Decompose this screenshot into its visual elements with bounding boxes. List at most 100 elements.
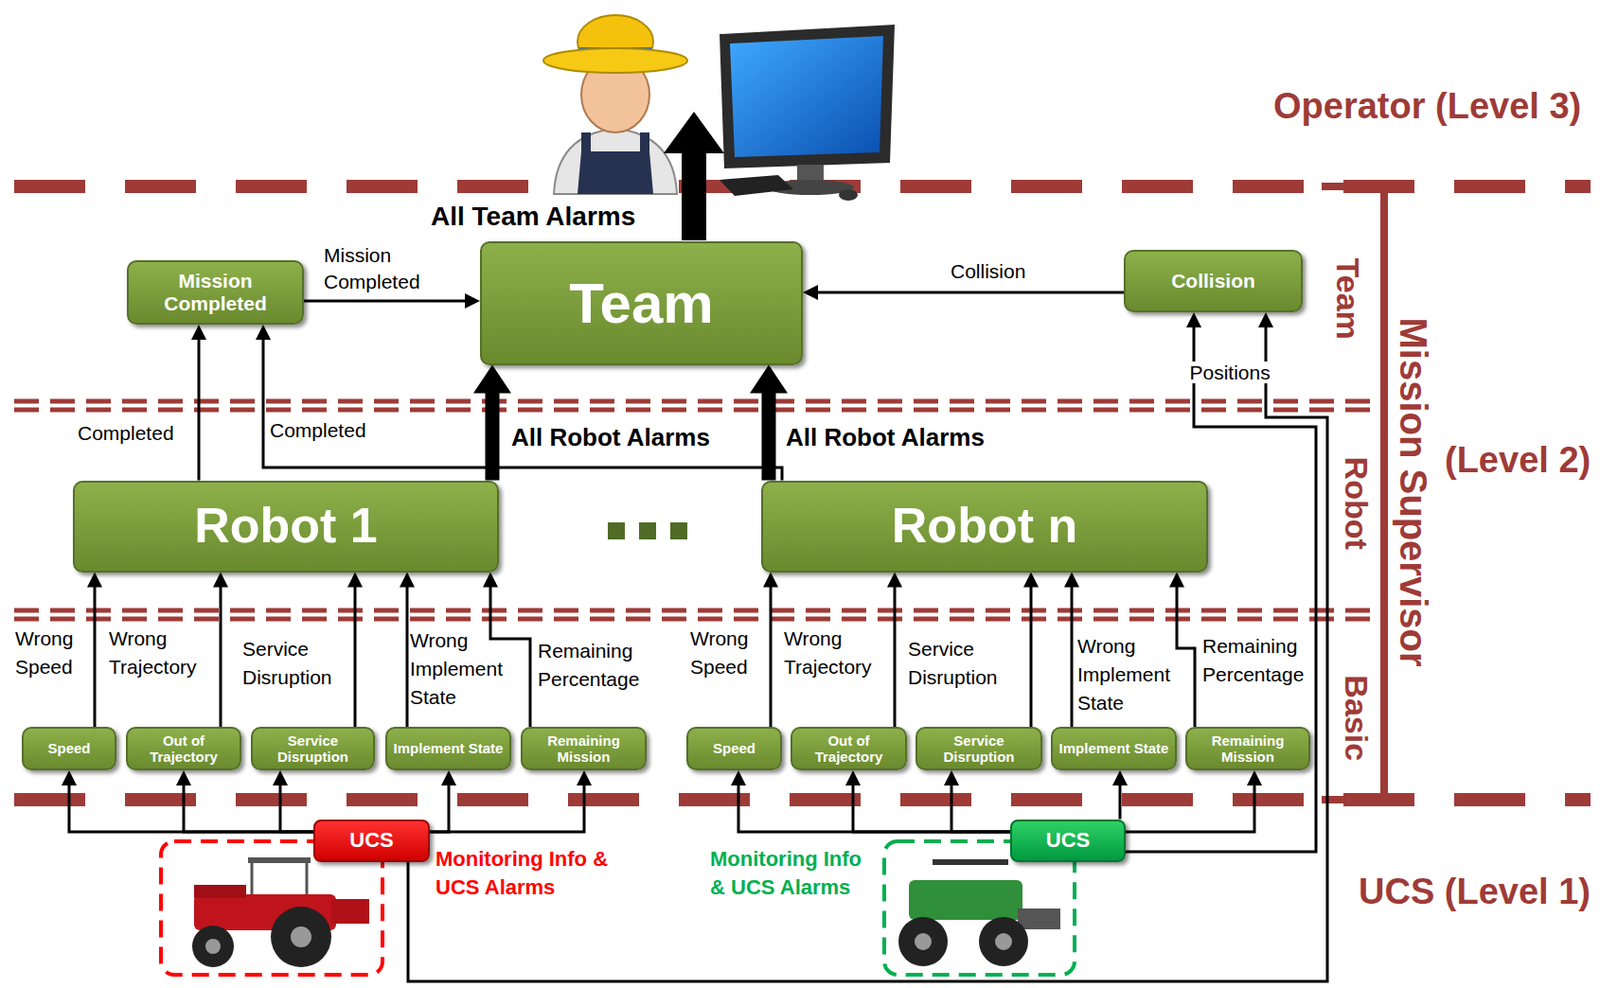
connector-line [354, 586, 357, 729]
basic-box: Service Disruption [915, 727, 1043, 771]
level-label: Mission Supervisor [1392, 318, 1435, 668]
text-label: Monitoring Info & UCS Alarms [435, 845, 616, 903]
arrow-head [441, 770, 457, 786]
connector-line [429, 784, 449, 833]
connector-arrow [408, 312, 1328, 982]
arrow-head [191, 324, 207, 340]
team-alarm-arrow [663, 111, 725, 241]
connector-line [738, 784, 1011, 833]
node-text: UCS [349, 828, 393, 853]
edge-label: All Robot Alarms [785, 423, 985, 452]
node-text: Out of Trajectory [133, 732, 234, 766]
connector-arrow [213, 572, 229, 729]
edge-label: Wrong Implement State [409, 626, 510, 712]
status-box: Mission Completed [126, 260, 304, 325]
dot [607, 522, 625, 540]
connector-arrow [887, 572, 903, 729]
ucs-box: UCS [313, 819, 430, 863]
connector-line [183, 784, 314, 833]
level-label: Basic [1337, 675, 1373, 762]
basic-box: Service Disruption [250, 727, 375, 771]
basic-box: Implement State [1050, 727, 1177, 771]
connector-arrow [176, 770, 314, 833]
dot [670, 522, 688, 540]
connector-arrow [1169, 572, 1195, 729]
arrow-head [482, 572, 498, 588]
arrow-head [730, 770, 747, 786]
arrow-head [1186, 312, 1202, 328]
robot-box: Robot n [761, 480, 1209, 573]
node-text: Speed [47, 740, 90, 757]
connector-line [1070, 586, 1074, 729]
arrow-head [87, 572, 103, 588]
arrow-head [255, 324, 271, 340]
team-robot-divider [14, 399, 1378, 405]
status-box: Collision [1123, 249, 1303, 313]
mouse [838, 189, 858, 201]
node-text: Team [568, 270, 713, 337]
connector-line [1176, 586, 1195, 729]
edge-label: Wrong Implement State [1077, 632, 1173, 718]
edge-label: All Robot Alarms [511, 423, 711, 452]
connector-line [93, 586, 97, 729]
arrow-head [1023, 572, 1039, 588]
arrow-head [1169, 572, 1185, 588]
connector-line [303, 300, 466, 303]
connector-arrow [1125, 312, 1316, 853]
connector-arrow [730, 770, 1011, 833]
arrow-head [802, 284, 818, 301]
computer-figure [719, 24, 895, 201]
text-label: All Team Alarms [430, 202, 636, 232]
node-text: Mission Completed [134, 269, 297, 316]
edge-label: Completed [77, 419, 192, 448]
dot [639, 522, 657, 540]
node-text: Service Disruption [923, 732, 1035, 766]
text-label: Positions [1187, 361, 1274, 384]
arrow-head [1246, 770, 1263, 786]
connector-arrow [1125, 770, 1263, 833]
connector-line [1125, 326, 1316, 853]
tractor-canopy [932, 859, 1009, 866]
keyboard [719, 175, 794, 196]
connector-arrow [1112, 770, 1128, 820]
tractor-wheel [270, 906, 332, 968]
connector-arrow [87, 572, 103, 729]
tractor-post [250, 861, 254, 900]
arrow-head [887, 572, 903, 588]
edge-label: Wrong Trajectory [108, 624, 204, 682]
tractor-wheel [192, 925, 234, 968]
arrow-head [749, 365, 788, 394]
arrow-shaft [681, 149, 707, 241]
tractor-box [331, 899, 370, 925]
tractor-hub [995, 933, 1013, 951]
node-text: Implement State [1059, 740, 1170, 757]
basic-box: Remaining Mission [1185, 727, 1311, 771]
operator-figure [543, 15, 688, 195]
connector-line [817, 291, 1124, 295]
arrow-head [464, 293, 480, 309]
tractor-wheel [898, 917, 948, 967]
connector-line [769, 586, 773, 729]
tractor-hood [194, 885, 247, 899]
edge-label: Wrong Trajectory [783, 624, 889, 682]
operator-strap [581, 132, 591, 156]
operator-hat-brim [543, 48, 688, 73]
connector-arrow [943, 770, 1011, 833]
arrow-head [176, 770, 192, 786]
node-text: Implement State [393, 740, 504, 757]
edge-label: Remaining Percentage [1202, 632, 1312, 690]
connector-line [893, 586, 897, 729]
connector-arrow [429, 770, 457, 833]
text-label: UCS (Level 1) [1358, 872, 1591, 913]
basic-box: Out of Trajectory [125, 727, 242, 771]
edge-label: Service Disruption [242, 635, 347, 693]
connector-arrow [763, 572, 779, 729]
arrow-head [1112, 770, 1128, 786]
connector-line [485, 392, 500, 481]
robot-basic-divider [14, 617, 1378, 623]
connector-arrow [1064, 572, 1080, 729]
alarm-arrow [749, 365, 788, 481]
level-label: Team [1329, 257, 1365, 339]
arrow-head [61, 770, 77, 786]
connector-arrow [802, 284, 1124, 301]
